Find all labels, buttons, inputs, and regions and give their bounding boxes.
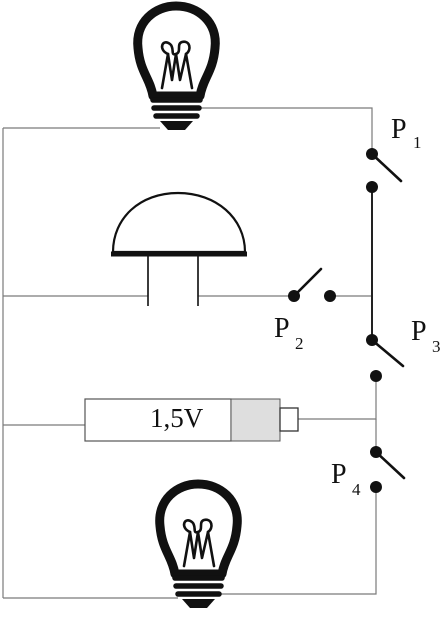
label-p1: P 1 xyxy=(391,114,422,152)
svg-text:P: P xyxy=(331,459,347,490)
label-p4: P 4 xyxy=(331,459,361,499)
svg-text:P: P xyxy=(411,316,427,347)
svg-text:P: P xyxy=(391,114,407,145)
svg-text:4: 4 xyxy=(352,480,361,499)
bell-left-wire xyxy=(3,256,149,297)
bottom-bulb-icon xyxy=(155,479,242,608)
bell-icon xyxy=(111,191,247,306)
battery-positive-end xyxy=(230,398,281,442)
battery-terminal xyxy=(279,407,299,432)
switch-p3 xyxy=(366,334,405,382)
top-bulb-right-wire xyxy=(200,107,373,154)
switch-p2 xyxy=(288,267,336,302)
switch-p4 xyxy=(370,446,406,493)
battery-right-wire xyxy=(298,376,377,420)
svg-text:3: 3 xyxy=(432,337,441,356)
bell-right-wire xyxy=(197,256,294,297)
top-bulb-icon xyxy=(133,1,220,130)
svg-text:2: 2 xyxy=(295,334,304,353)
label-p2: P 2 xyxy=(274,313,304,353)
svg-text:P: P xyxy=(274,313,290,344)
bottom-bulb-right-wire xyxy=(214,487,377,595)
battery-voltage-label: 1,5V xyxy=(150,403,204,433)
wires xyxy=(2,107,377,599)
switch-p1 xyxy=(366,148,403,193)
svg-text:1: 1 xyxy=(413,133,422,152)
label-p3: P 3 xyxy=(411,316,441,356)
battery-cell: 1,5V xyxy=(84,398,299,442)
